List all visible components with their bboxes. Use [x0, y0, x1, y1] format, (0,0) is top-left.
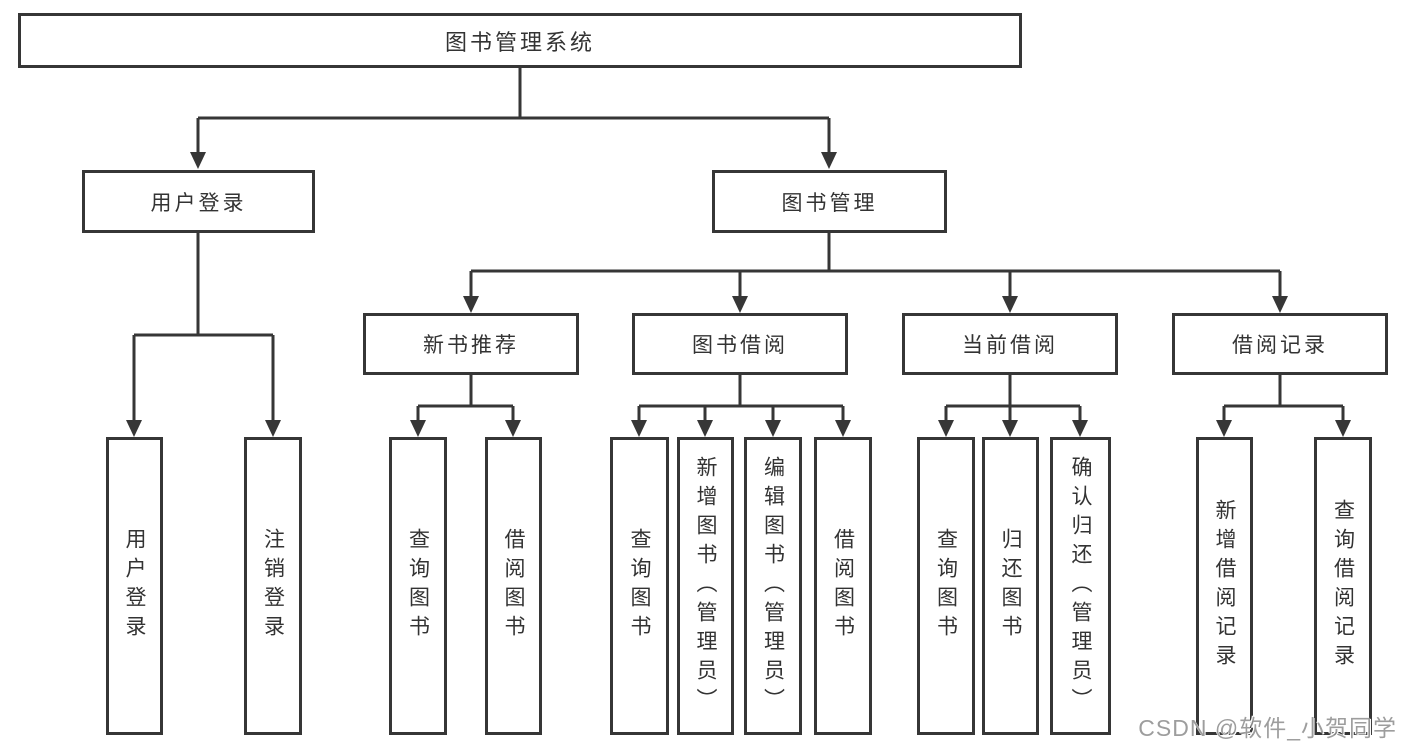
arrow-down-icon	[410, 420, 426, 437]
arrow-down-icon	[190, 152, 206, 169]
arrow-down-icon	[1002, 420, 1018, 437]
leaf-return-books: 归还图书	[982, 437, 1039, 735]
leaf-label: 编辑图书（管理员）	[761, 455, 785, 717]
leaf-label: 新增图书（管理员）	[694, 455, 717, 717]
arrow-down-icon	[732, 296, 748, 313]
leaf-query-books-borrow: 查询图书	[610, 437, 669, 735]
arrow-down-icon	[265, 420, 281, 437]
leaf-label: 注销登录	[261, 528, 285, 644]
arrow-down-icon	[697, 420, 713, 437]
leaf-label: 用户登录	[123, 528, 146, 644]
leaf-user-login: 用户登录	[106, 437, 163, 735]
arrow-down-icon	[938, 420, 954, 437]
leaf-label: 确认归还（管理员）	[1069, 455, 1092, 717]
connector-lines	[132, 68, 1345, 422]
node-current-borrowing: 当前借阅	[902, 313, 1118, 375]
leaf-borrow-books-recommend: 借阅图书	[485, 437, 542, 735]
node-user-login: 用户登录	[82, 170, 315, 233]
node-borrowing-records: 借阅记录	[1172, 313, 1388, 375]
arrow-down-icon	[1002, 296, 1018, 313]
node-new-book-recommendation: 新书推荐	[363, 313, 579, 375]
arrow-down-icon	[1072, 420, 1088, 437]
arrow-down-icon	[126, 420, 142, 437]
arrow-down-icon	[821, 152, 837, 169]
arrow-down-icon	[1216, 420, 1232, 437]
leaf-label: 查询图书	[628, 528, 651, 644]
leaf-label: 查询图书	[406, 528, 430, 644]
node-library-management-system: 图书管理系统	[18, 13, 1022, 68]
leaf-label: 归还图书	[999, 528, 1022, 644]
node-book-borrowing: 图书借阅	[632, 313, 848, 375]
arrow-down-icon	[463, 296, 479, 313]
leaf-label: 查询借阅记录	[1331, 499, 1355, 673]
leaf-query-borrow-record: 查询借阅记录	[1314, 437, 1372, 735]
arrow-down-icon	[835, 420, 851, 437]
arrow-down-icon	[631, 420, 647, 437]
leaf-label: 借阅图书	[831, 528, 855, 644]
leaf-add-borrow-record: 新增借阅记录	[1196, 437, 1253, 735]
arrow-down-icon	[1335, 420, 1351, 437]
leaf-label: 新增借阅记录	[1213, 499, 1236, 673]
arrow-down-icon	[1272, 296, 1288, 313]
leaf-label: 借阅图书	[502, 528, 525, 644]
arrow-down-icon	[765, 420, 781, 437]
leaf-add-books-admin: 新增图书（管理员）	[677, 437, 734, 735]
leaf-query-books-recommend: 查询图书	[389, 437, 447, 735]
leaf-label: 查询图书	[934, 528, 958, 644]
node-book-management: 图书管理	[712, 170, 947, 233]
leaf-confirm-return-admin: 确认归还（管理员）	[1050, 437, 1111, 735]
arrowheads	[126, 152, 1351, 437]
leaf-borrow-books: 借阅图书	[814, 437, 872, 735]
leaf-query-books-current: 查询图书	[917, 437, 975, 735]
leaf-logout: 注销登录	[244, 437, 302, 735]
arrow-down-icon	[505, 420, 521, 437]
leaf-edit-books-admin: 编辑图书（管理员）	[744, 437, 802, 735]
